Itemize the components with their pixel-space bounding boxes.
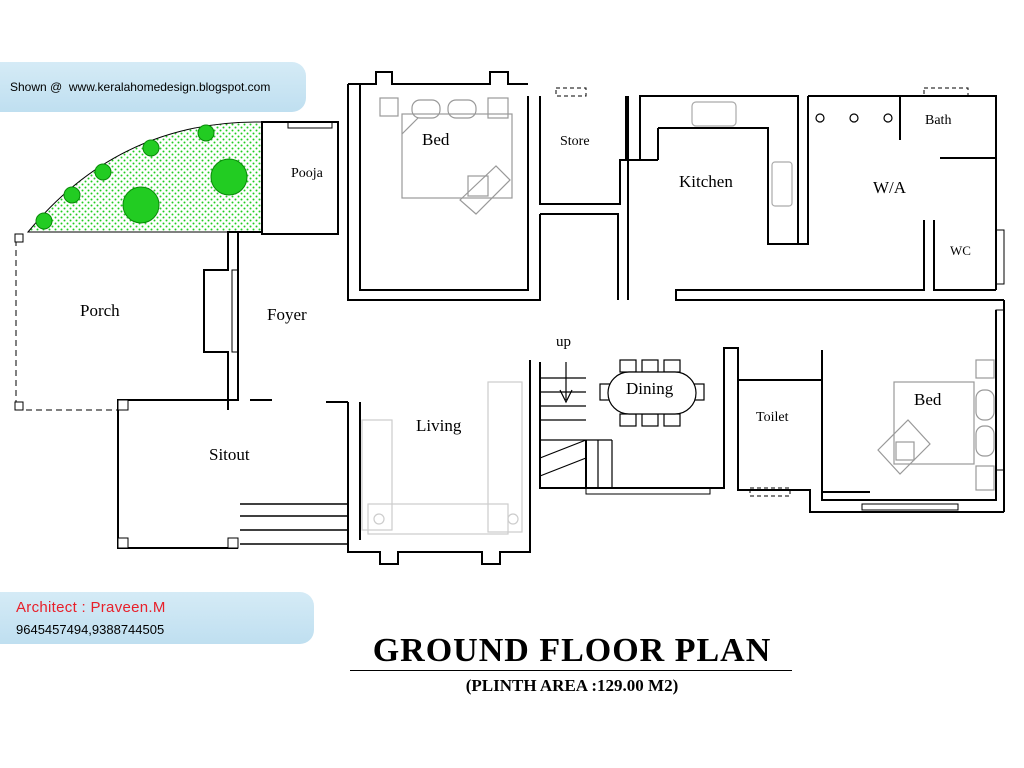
bed-top-furniture <box>379 97 513 215</box>
architect-phone: 9645457494,9388744505 <box>16 622 165 637</box>
sitout-steps <box>240 503 348 545</box>
bed-right-furniture <box>877 359 995 491</box>
room-label-porch: Porch <box>80 301 120 320</box>
architect-name: Architect : Praveen.M <box>16 599 166 616</box>
windows <box>231 87 1005 511</box>
dining-table <box>599 359 705 427</box>
credit-badge <box>0 62 306 112</box>
room-label-kitchen: Kitchen <box>679 172 733 191</box>
room-label-sitout: Sitout <box>209 445 250 464</box>
plant-icon <box>210 158 248 196</box>
architect-badge <box>0 592 314 644</box>
plant-icon <box>94 163 112 181</box>
room-label-dining: Dining <box>626 379 674 398</box>
kitchen-fixtures <box>691 101 793 207</box>
room-label-store: Store <box>560 134 590 149</box>
plant-icon <box>35 212 53 230</box>
stair-up-label: up <box>556 334 571 350</box>
room-label-toilet: Toilet <box>756 410 789 425</box>
title-underline <box>350 670 792 671</box>
plan-subtitle: (PLINTH AREA :129.00 M2) <box>465 676 679 695</box>
plant-icon <box>197 124 215 142</box>
credit-text: Shown @ www.keralahomedesign.blogspot.co… <box>10 80 270 94</box>
living-furniture <box>361 381 523 535</box>
room-label-bath: Bath <box>925 113 951 128</box>
room-label-bed-right: Bed <box>914 390 942 409</box>
porch-outline <box>15 240 118 411</box>
plant-icon <box>63 186 81 204</box>
room-label-foyer: Foyer <box>267 305 307 324</box>
staircase <box>539 362 613 488</box>
room-label-living: Living <box>416 416 462 435</box>
room-label-wa: W/A <box>873 178 907 197</box>
credit-prefix: Shown @ <box>10 80 63 94</box>
room-label-wc: WC <box>950 243 971 258</box>
room-label-bed-top: Bed <box>422 130 450 149</box>
wa-basins <box>815 113 893 123</box>
plant-icon <box>142 139 160 157</box>
room-label-pooja: Pooja <box>291 166 324 181</box>
plant-icon <box>122 186 160 224</box>
room-labels: Porch Pooja Foyer Sitout Bed Living Stor… <box>80 113 971 464</box>
plan-title: GROUND FLOOR PLAN <box>372 632 772 669</box>
walls <box>117 71 1005 565</box>
credit-website-link[interactable]: www.keralahomedesign.blogspot.com <box>68 80 271 94</box>
garden-area <box>26 121 263 233</box>
